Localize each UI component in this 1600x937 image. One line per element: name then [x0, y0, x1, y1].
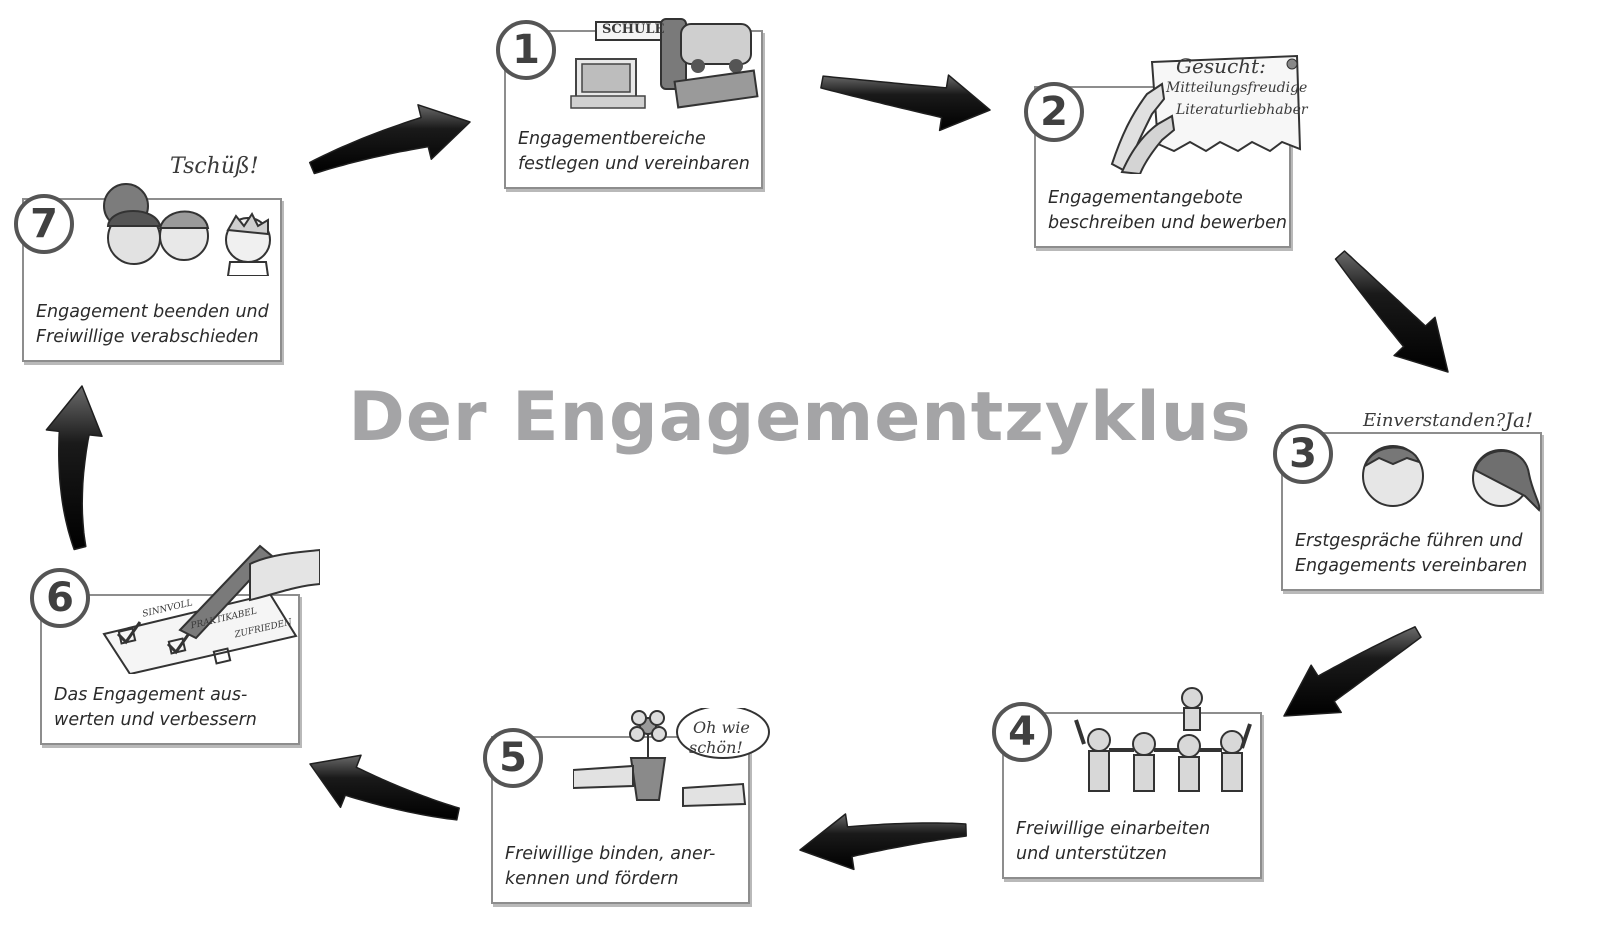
step-2-caption-line-2: beschreiben und bewerben: [1048, 213, 1288, 233]
notice-line-3: Literaturliebhaber: [1176, 102, 1308, 118]
cycle-arrow-3: [1334, 250, 1449, 373]
speech-ja: Ja!: [1505, 408, 1533, 432]
step-5-caption-line-2: kennen und fördern: [505, 869, 679, 889]
checklist-illustration: [102, 544, 320, 674]
step-7-number: 7: [14, 194, 74, 254]
step-6-box: SINNVOLL PRAKTIKABEL ZUFRIEDEN 6 Das Eng…: [30, 544, 320, 745]
cycle-arrow-5: [799, 813, 967, 871]
step-2-caption-line-1: Engagementangebote: [1048, 188, 1243, 208]
step-3-caption: Erstgespräche führen und Engagements ver…: [1295, 529, 1532, 579]
step-2-caption: Engagementangebote beschreiben und bewer…: [1048, 186, 1288, 236]
step-1-caption-line-1: Engagementbereiche: [518, 129, 706, 149]
step-4-box: 4 Freiwillige einarbeiten und unterstütz…: [992, 687, 1262, 879]
school-items-illustration: [570, 18, 759, 109]
school-sign-text: SCHULE: [602, 22, 665, 37]
cycle-arrow-2: [820, 74, 991, 132]
speech-oh-wie: Oh wie: [693, 718, 750, 737]
step-6-caption-line-1: Das Engagement aus-: [54, 685, 248, 705]
farewell-illustration: [103, 183, 271, 276]
step-5-box: Oh wie schön! 5 Freiwillige binden, aner…: [483, 708, 770, 904]
step-4-caption-line-1: Freiwillige einarbeiten: [1016, 819, 1211, 839]
step-1-caption: Engagementbereiche festlegen und vereinb…: [518, 127, 753, 177]
team-illustration: [1074, 687, 1252, 792]
flower-gift-illustration: [573, 708, 770, 808]
speech-einverstanden: Einverstanden?: [1363, 410, 1506, 431]
step-2-box: Gesucht: Mitteilungsfreudige Literaturli…: [1024, 54, 1308, 248]
speech-tschuess: Tschüß!: [170, 154, 259, 179]
step-4-caption: Freiwillige einarbeiten und unterstützen: [1016, 817, 1252, 867]
cycle-arrows: [45, 74, 1449, 871]
step-5-caption-line-1: Freiwillige binden, aner-: [505, 844, 716, 864]
step-5-caption: Freiwillige binden, aner- kennen und för…: [505, 842, 740, 892]
cycle-arrow-1: [308, 104, 471, 175]
step-7-caption: Engagement beenden und Freiwillige verab…: [36, 300, 272, 350]
cycle-arrow-4: [1283, 626, 1422, 717]
step-7-box: Tschüß! 7 Engagement beenden und Freiwil…: [14, 154, 282, 362]
cycle-arrow-7: [45, 385, 103, 551]
step-6-caption-line-2: werten und verbessern: [54, 710, 257, 730]
step-4-caption-line-2: und unterstützen: [1016, 844, 1167, 864]
step-3-caption-line-2: Engagements vereinbaren: [1295, 556, 1528, 576]
conversation-illustration: [1362, 445, 1541, 512]
step-2-number: 2: [1024, 82, 1084, 142]
notice-line-1: Gesucht:: [1176, 54, 1266, 78]
step-3-number: 3: [1273, 424, 1333, 484]
speech-schoen: schön!: [689, 738, 743, 757]
step-4-number: 4: [992, 702, 1052, 762]
notice-illustration: [1110, 54, 1302, 174]
diagram-title: Der Engagementzyklus: [348, 378, 1252, 457]
step-5-number: 5: [483, 728, 543, 788]
step-3-box: Einverstanden? Ja! 3 Erstgespräche führe…: [1273, 408, 1542, 591]
step-1-number: 1: [496, 20, 556, 80]
step-1-caption-line-2: festlegen und vereinbaren: [518, 154, 750, 174]
cycle-arrow-6: [309, 754, 460, 821]
step-1-box: SCHULE 1 Engagementbereiche festlegen un…: [496, 18, 763, 189]
step-6-caption: Das Engagement aus- werten und verbesser…: [54, 683, 290, 733]
step-6-number: 6: [30, 568, 90, 628]
step-7-caption-line-1: Engagement beenden und: [36, 302, 269, 322]
step-7-caption-line-2: Freiwillige verabschieden: [36, 327, 259, 347]
notice-line-2: Mitteilungsfreudige: [1166, 80, 1308, 96]
step-3-caption-line-1: Erstgespräche führen und: [1295, 531, 1523, 551]
